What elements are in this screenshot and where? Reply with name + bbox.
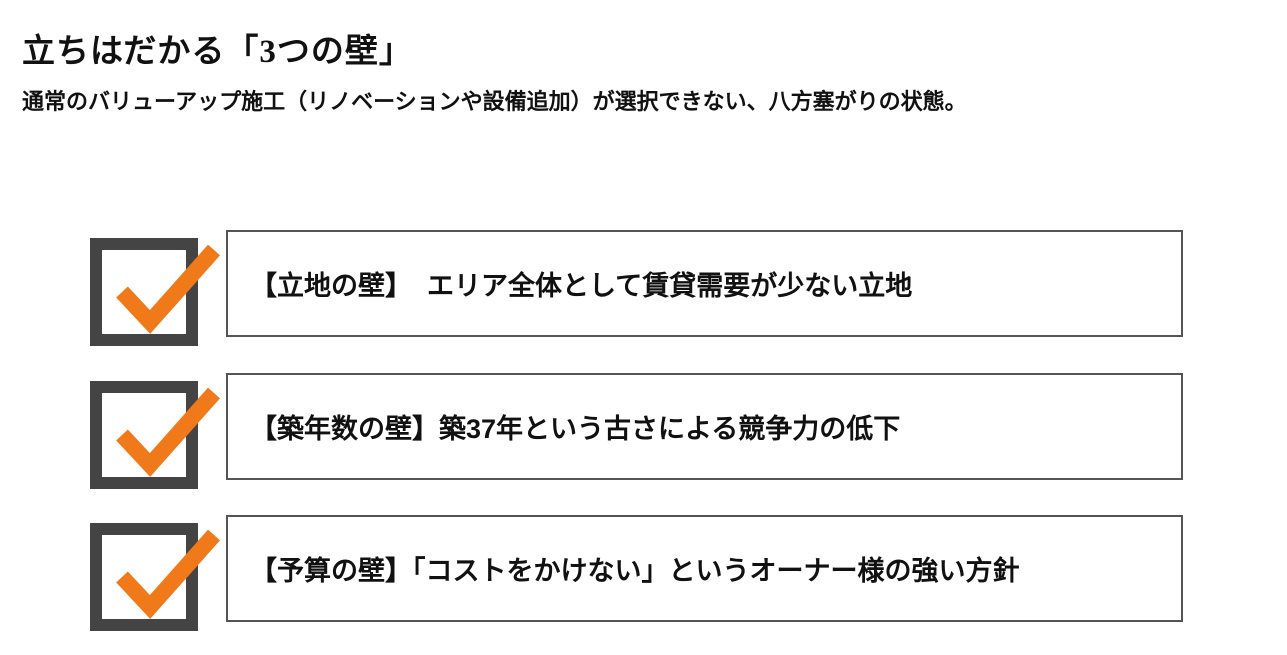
checkbox-checked-icon bbox=[90, 381, 220, 489]
wall-item: 【築年数の壁】築37年という古さによる競争力の低下 bbox=[90, 373, 1185, 489]
checkbox-checked-icon bbox=[90, 238, 220, 346]
wall-item-text: 【立地の壁】 エリア全体として賃貸需要が少ない立地 bbox=[250, 271, 913, 301]
wall-item-text: 【築年数の壁】築37年という古さによる競争力の低下 bbox=[250, 414, 901, 444]
checkbox-checked-icon bbox=[90, 523, 220, 631]
page-title: 立ちはだかる「3つの壁」 bbox=[22, 34, 413, 70]
wall-item-text: 【予算の壁】「コストをかけない」というオーナー様の強い方針 bbox=[250, 556, 1020, 586]
subtitle: 通常のバリューアップ施工（リノベーションや設備追加）が選択できない、八方塞がりの… bbox=[22, 89, 967, 114]
wall-item: 【立地の壁】 エリア全体として賃貸需要が少ない立地 bbox=[90, 230, 1185, 346]
wall-item: 【予算の壁】「コストをかけない」というオーナー様の強い方針 bbox=[90, 515, 1185, 631]
